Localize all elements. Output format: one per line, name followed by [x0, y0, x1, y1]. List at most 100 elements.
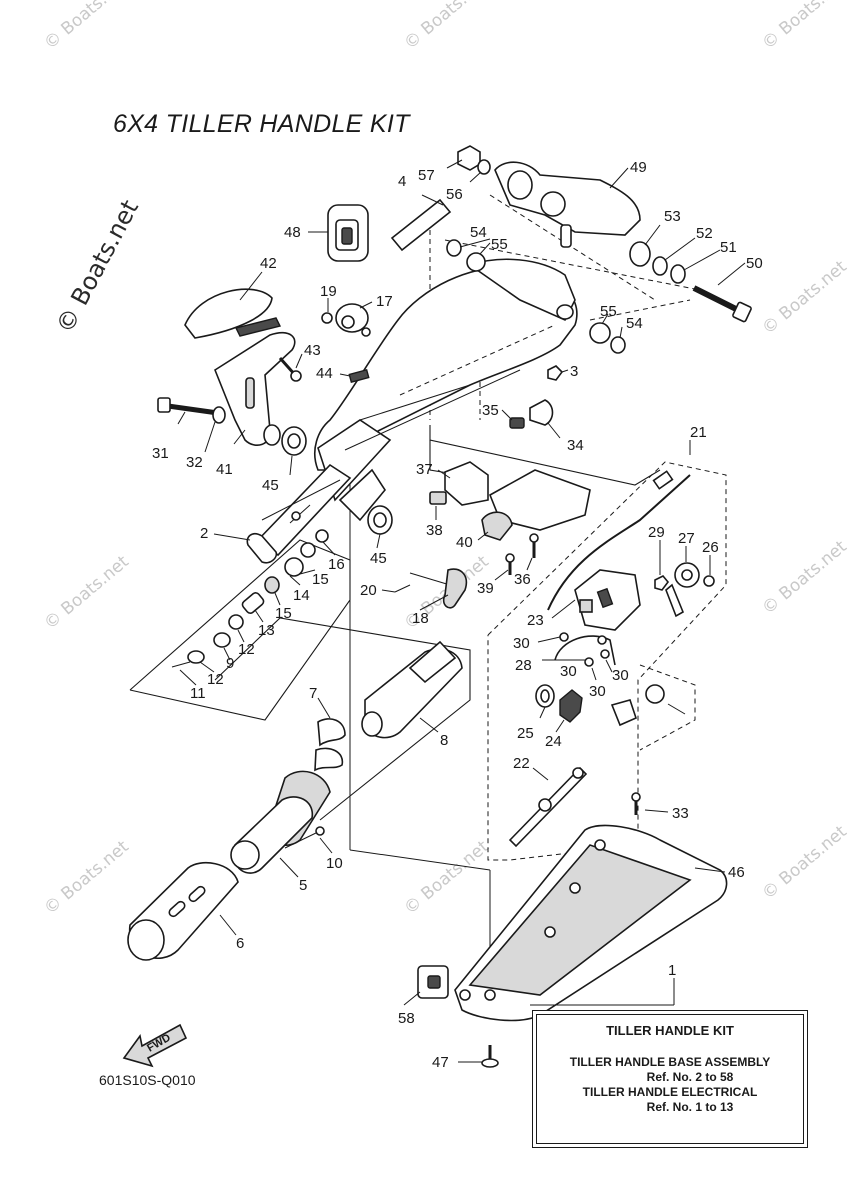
- nut-57[interactable]: [457, 145, 481, 171]
- clip-34[interactable]: [529, 399, 554, 426]
- callout-45b: 45: [370, 550, 387, 567]
- callout-12a: 12: [207, 671, 224, 688]
- tiller-housing[interactable]: [314, 258, 578, 522]
- grip-insert-7[interactable]: [314, 718, 346, 772]
- nut-29[interactable]: [654, 575, 670, 591]
- tiller-shaft[interactable]: [246, 463, 352, 564]
- bushing-55-upper[interactable]: [466, 252, 486, 272]
- watermark-tc: © Boats.net: [400, 0, 493, 54]
- screw-33[interactable]: [631, 792, 641, 815]
- callout-28: 28: [515, 657, 532, 674]
- callout-11: 11: [190, 685, 206, 702]
- screw-36[interactable]: [529, 533, 539, 558]
- block-38[interactable]: [429, 491, 447, 505]
- bushing-55-lower[interactable]: [589, 322, 611, 344]
- watermark-bl: © Boats.net: [40, 837, 133, 919]
- callout-2: 2: [200, 525, 208, 542]
- bracket-28[interactable]: [554, 635, 616, 666]
- callout-31: 31: [152, 445, 169, 462]
- callout-35: 35: [482, 402, 499, 419]
- gear-27[interactable]: [665, 562, 700, 618]
- washer-56[interactable]: [477, 159, 491, 175]
- bracket-49[interactable]: [494, 161, 641, 248]
- harness-21[interactable]: [547, 470, 691, 611]
- tiller-bracket-41[interactable]: [214, 331, 296, 446]
- grip-sleeve-8[interactable]: [361, 640, 463, 739]
- switch-assembly-23[interactable]: [574, 569, 641, 631]
- washer-51[interactable]: [670, 264, 686, 284]
- callout-24: 24: [545, 733, 562, 750]
- washer-54-upper[interactable]: [446, 239, 462, 257]
- screw-43[interactable]: [278, 357, 302, 382]
- callout-4: 4: [398, 173, 406, 190]
- callout-43: 43: [304, 342, 321, 359]
- callout-19: 19: [320, 283, 337, 300]
- callout-47: 47: [432, 1054, 449, 1071]
- callout-12b: 12: [238, 641, 255, 658]
- callout-1: 1: [668, 962, 676, 979]
- tiller-handle-kit-legend: TILLER HANDLE KIT TILLER HANDLE BASE ASS…: [532, 1010, 808, 1148]
- washer-52[interactable]: [652, 256, 668, 276]
- callout-labels: 1 2 3 4 5 6 7 8 9 10 11 12 12 13 14 15 1…: [152, 159, 763, 1071]
- bracket-37[interactable]: [444, 461, 489, 506]
- bushing-53[interactable]: [629, 241, 651, 267]
- callout-55a: 55: [491, 236, 508, 253]
- plate-44[interactable]: [348, 368, 370, 384]
- cable-22[interactable]: [508, 766, 588, 848]
- callout-18: 18: [412, 610, 429, 627]
- nut-3[interactable]: [547, 365, 564, 381]
- bushing-45-lower[interactable]: [367, 505, 393, 535]
- washer-54-lower[interactable]: [610, 336, 626, 354]
- callout-16: 16: [328, 556, 345, 573]
- callout-52: 52: [696, 225, 713, 242]
- fwd-arrow: FWD: [122, 1023, 188, 1068]
- grommet-48[interactable]: [327, 204, 369, 262]
- callout-17: 17: [376, 293, 393, 310]
- sub-switch[interactable]: [610, 684, 686, 727]
- bolt-50[interactable]: [692, 285, 752, 323]
- small-parts-left[interactable]: [171, 529, 329, 668]
- grip-cover-5[interactable]: [230, 770, 331, 874]
- connector-58[interactable]: [417, 965, 449, 999]
- callout-51: 51: [720, 239, 737, 256]
- decal-4[interactable]: [390, 198, 452, 252]
- base-plate-46[interactable]: [454, 824, 728, 1022]
- callout-58: 58: [398, 1010, 415, 1027]
- screw-10[interactable]: [284, 826, 325, 849]
- watermark-mr1: © Boats.net: [758, 257, 848, 339]
- kit-base-assembly-ref: Ref. No. 2 to 58: [646, 1070, 734, 1084]
- watermark-bc: © Boats.net: [400, 837, 493, 919]
- clamp-17[interactable]: [335, 303, 371, 337]
- friction-knob-18[interactable]: [394, 568, 467, 609]
- screws-30[interactable]: [559, 632, 610, 667]
- callout-39: 39: [477, 580, 494, 597]
- nut-19[interactable]: [321, 312, 333, 324]
- callout-49: 49: [630, 159, 647, 176]
- block-35[interactable]: [509, 417, 525, 429]
- watermark-ml: © Boats.net: [40, 552, 133, 634]
- callout-26: 26: [702, 539, 719, 556]
- callout-42: 42: [260, 255, 277, 272]
- callout-25: 25: [517, 725, 534, 742]
- clip-40[interactable]: [481, 511, 513, 541]
- clip-26[interactable]: [703, 575, 715, 587]
- screw-39[interactable]: [505, 553, 515, 575]
- bushing-45-upper[interactable]: [281, 426, 307, 456]
- callout-29: 29: [648, 524, 665, 541]
- knob-24[interactable]: [559, 689, 583, 723]
- callout-30c: 30: [589, 683, 606, 700]
- throttle-grip-6[interactable]: [127, 861, 239, 961]
- washer-32[interactable]: [212, 406, 226, 424]
- callout-27: 27: [678, 530, 695, 547]
- callout-55b: 55: [600, 303, 617, 320]
- watermark-br: © Boats.net: [758, 822, 848, 904]
- stop-switch-cover-42[interactable]: [184, 288, 282, 339]
- callout-50: 50: [746, 255, 763, 272]
- callout-14: 14: [293, 587, 310, 604]
- screw-47[interactable]: [481, 1045, 499, 1068]
- callout-10: 10: [326, 855, 343, 872]
- watermark-tr: © Boats.net: [758, 0, 848, 54]
- seal-25[interactable]: [535, 684, 555, 708]
- callout-22: 22: [513, 755, 530, 772]
